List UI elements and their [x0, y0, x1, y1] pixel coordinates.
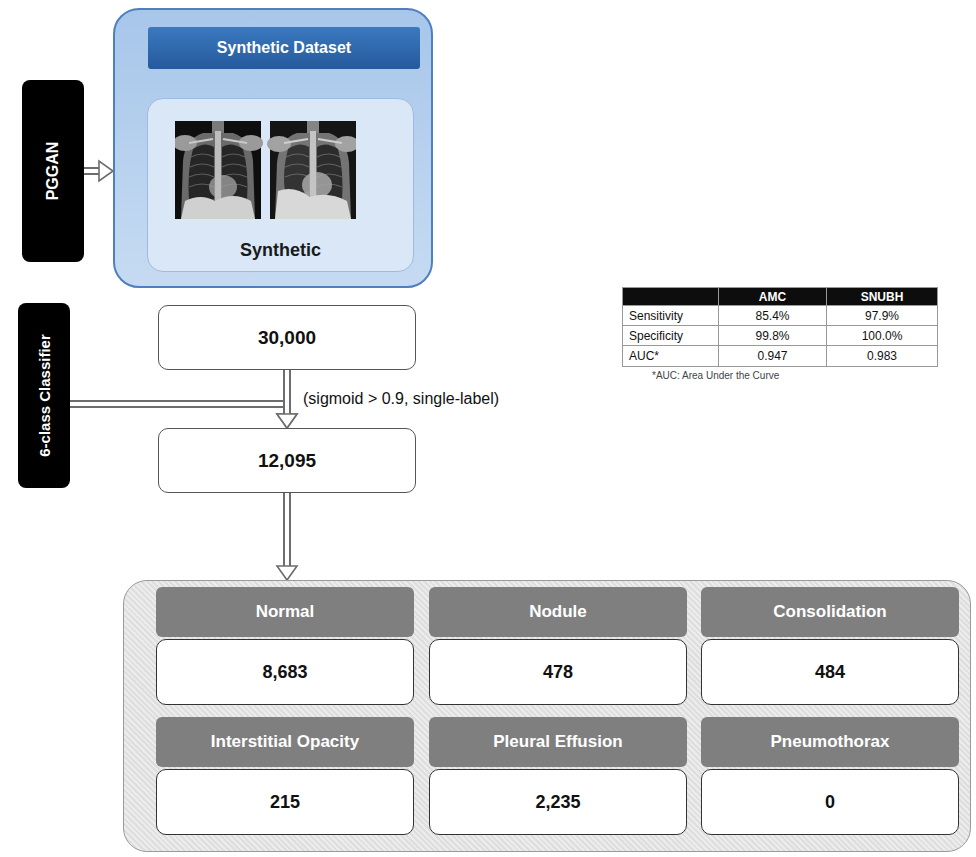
- arrow-outline: [283, 370, 291, 414]
- table-header: AMC: [719, 288, 827, 306]
- table-corner: [623, 288, 719, 306]
- category-name: Interstitial Opacity: [156, 717, 414, 767]
- arrow-core: [285, 493, 289, 566]
- edge-label: (sigmoid > 0.9, single-label): [301, 390, 501, 408]
- category-count: 0: [701, 769, 959, 835]
- synthetic-panel: Synthetic: [147, 98, 414, 272]
- table-footnote: *AUC: Area Under the Curve: [652, 370, 779, 381]
- arrow-head: [277, 414, 297, 428]
- table-cell: 97.9%: [827, 306, 937, 326]
- results-table: AMCSNUBHSensitivity85.4%97.9%Specificity…: [622, 287, 938, 367]
- count-value: 30,000: [258, 327, 316, 349]
- table-cell: 85.4%: [719, 306, 827, 326]
- category-name: Pneumothorax: [701, 717, 959, 767]
- category-count: 8,683: [156, 639, 414, 705]
- vertical-label: 6-class Classifier: [36, 334, 53, 457]
- count-box: 30,000: [158, 305, 416, 370]
- arrow-core: [70, 404, 287, 414]
- flow-arrow: [277, 370, 297, 428]
- table-cell: 99.8%: [719, 326, 827, 346]
- category-name: Pleural Effusion: [429, 717, 687, 767]
- category-card: Normal8,683: [156, 587, 414, 707]
- category-panel: Normal8,683Nodule478Consolidation484Inte…: [123, 580, 971, 852]
- category-card: Pneumothorax0: [701, 717, 959, 837]
- vertical-label: PGGAN: [44, 142, 62, 201]
- table-cell: 0.983: [827, 346, 937, 366]
- table-row: Specificity99.8%100.0%: [623, 326, 937, 346]
- arrow-head: [277, 566, 297, 580]
- arrow-head: [99, 161, 113, 181]
- category-name: Normal: [156, 587, 414, 637]
- category-name: Nodule: [429, 587, 687, 637]
- category-card: Interstitial Opacity215: [156, 717, 414, 837]
- count-value: 12,095: [258, 450, 316, 472]
- table-row: Sensitivity85.4%97.9%: [623, 306, 937, 326]
- table-row-label: Sensitivity: [623, 306, 719, 326]
- category-count: 478: [429, 639, 687, 705]
- table-row-label: AUC*: [623, 346, 719, 366]
- arrow-outline: [283, 493, 291, 566]
- table-row: AUC*0.9470.983: [623, 346, 937, 366]
- arrow-outline: [70, 404, 287, 414]
- category-count: 2,235: [429, 769, 687, 835]
- flow-arrow: [70, 404, 297, 428]
- category-card: Consolidation484: [701, 587, 959, 707]
- xray-images: [175, 121, 356, 219]
- arrow-head: [277, 414, 297, 428]
- category-count: 484: [701, 639, 959, 705]
- classifier-label: 6-class Classifier: [18, 303, 70, 488]
- table-row-label: Specificity: [623, 326, 719, 346]
- arrow-core: [285, 370, 289, 414]
- table-cell: 0.947: [719, 346, 827, 366]
- table-cell: 100.0%: [827, 326, 937, 346]
- xray-image: [267, 121, 356, 219]
- dataset-panel: Synthetic Dataset Sy: [113, 8, 433, 288]
- panel-caption: Synthetic: [240, 240, 321, 261]
- flow-arrow: [277, 493, 297, 580]
- generator-label: PGGAN: [22, 80, 84, 262]
- arrow-core: [84, 169, 99, 173]
- count-box: 12,095: [158, 428, 416, 493]
- panel-title: Synthetic Dataset: [148, 27, 420, 69]
- category-count: 215: [156, 769, 414, 835]
- category-name: Consolidation: [701, 587, 959, 637]
- arrow-outline: [84, 167, 99, 175]
- xray-image: [175, 121, 263, 219]
- flow-arrow: [84, 161, 113, 181]
- category-card: Nodule478: [429, 587, 687, 707]
- table-header: SNUBH: [827, 288, 937, 306]
- table-row: AMCSNUBH: [623, 288, 937, 306]
- category-card: Pleural Effusion2,235: [429, 717, 687, 837]
